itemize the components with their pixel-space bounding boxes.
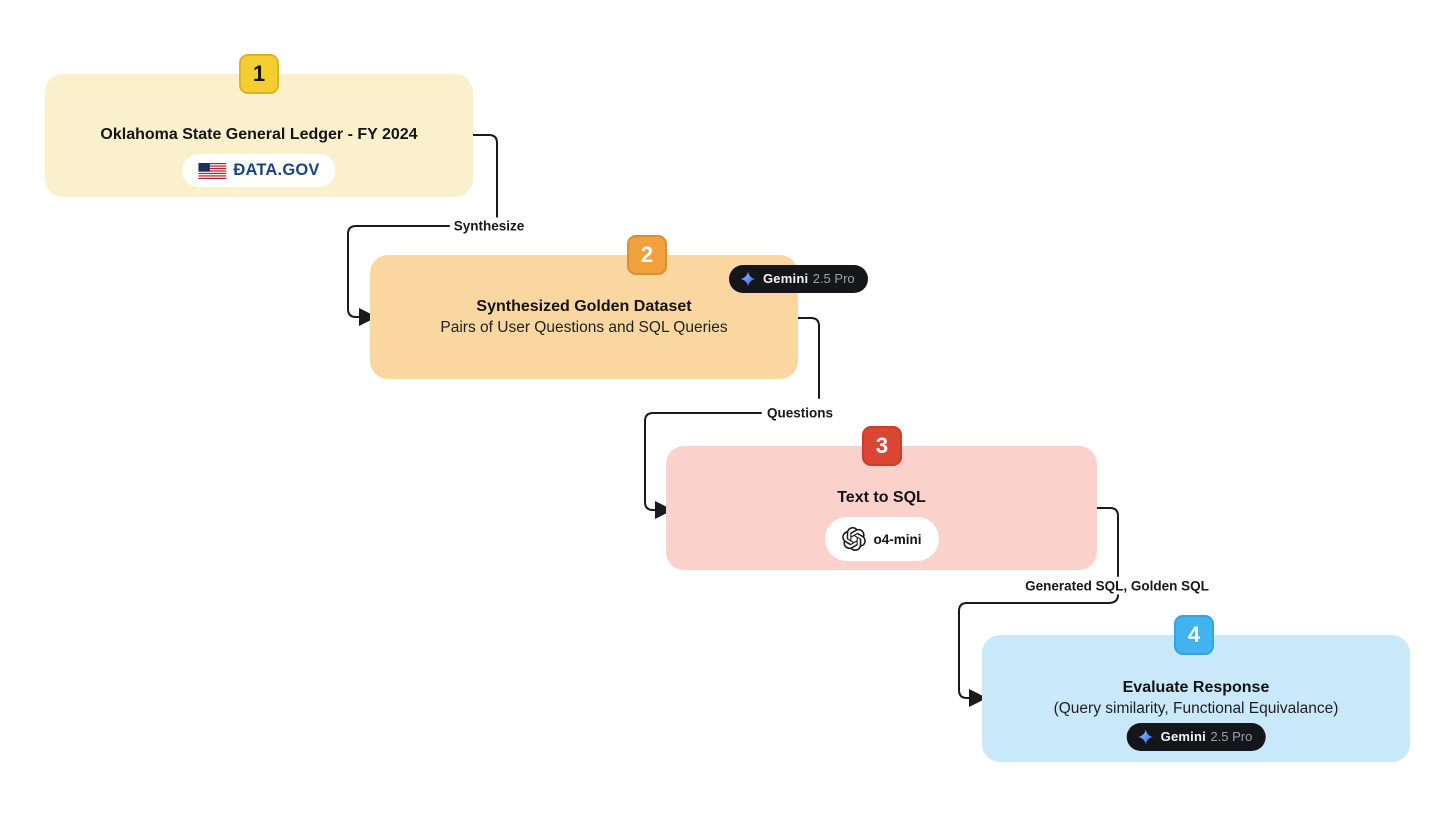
gemini-sparkle-icon	[1138, 729, 1154, 745]
openai-model-name: o4-mini	[873, 531, 922, 547]
step1-number-badge: 1	[239, 54, 279, 94]
us-flag-icon	[198, 162, 227, 179]
gemini-sparkle-icon	[740, 271, 756, 287]
step4-number-badge: 4	[1174, 615, 1214, 655]
gemini-model-name: Gemini	[763, 271, 809, 286]
step2-subtitle: Pairs of User Questions and SQL Queries	[440, 319, 728, 336]
datagov-logo-badge: ĐATA.GOV	[182, 154, 336, 187]
gemini-model-version: 2.5 Pro	[812, 271, 855, 286]
datagov-logo-text: ĐATA.GOV	[233, 161, 320, 179]
gemini-model-badge: Gemini 2.5 Pro	[1126, 723, 1266, 751]
gemini-model-version: 2.5 Pro	[1210, 729, 1253, 744]
edge-label-questions: Questions	[762, 404, 838, 422]
step1-data-source-card: 1 Oklahoma State General Ledger - FY 202…	[45, 54, 473, 197]
step4-subtitle: (Query similarity, Functional Equivalanc…	[1053, 700, 1339, 717]
step3-text-to-sql-card: 3 Text to SQL o4-mini	[666, 426, 1097, 570]
step4-title: Evaluate Response	[1122, 679, 1270, 696]
connector-generated-sql-upper	[1096, 507, 1119, 577]
step1-title: Oklahoma State General Ledger - FY 2024	[100, 126, 418, 143]
openai-logo-icon	[841, 527, 866, 551]
gemini-model-badge: Gemini 2.5 Pro	[729, 265, 868, 293]
edge-label-synthesize: Synthesize	[449, 217, 529, 235]
connector-questions-upper	[797, 317, 820, 399]
connector-synthesize-upper	[472, 134, 498, 218]
step3-title: Text to SQL	[837, 489, 926, 506]
edge-label-generated-sql: Generated SQL, Golden SQL	[1021, 577, 1213, 595]
step2-title: Synthesized Golden Dataset	[476, 298, 692, 315]
gemini-model-name: Gemini	[1160, 729, 1206, 744]
step2-number-badge: 2	[627, 235, 667, 275]
step4-evaluate-response-card: 4 Evaluate Response (Query similarity, F…	[982, 615, 1410, 762]
openai-model-badge: o4-mini	[824, 517, 939, 561]
step2-golden-dataset-card: 2 Gemini 2.5 Pro Synthesized Golden Data…	[370, 235, 868, 379]
step3-number-badge: 3	[862, 426, 902, 466]
